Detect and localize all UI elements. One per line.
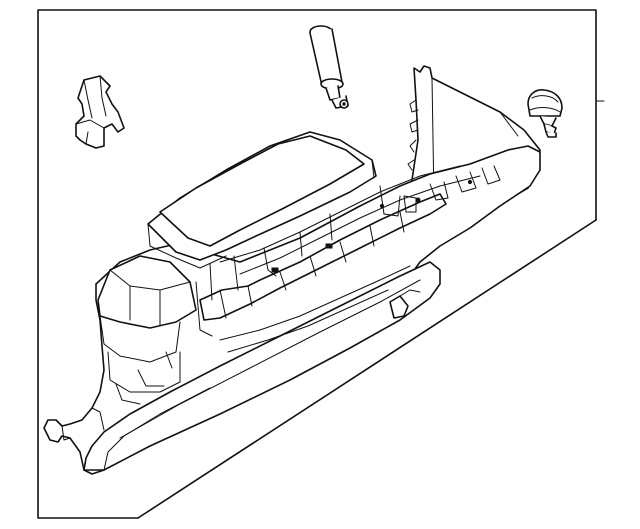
damper-icon (309, 25, 349, 109)
bumper-icon (527, 89, 563, 138)
diagram-frame (37, 9, 605, 519)
clip-icon (75, 75, 125, 149)
glove-box-icon (43, 65, 541, 475)
